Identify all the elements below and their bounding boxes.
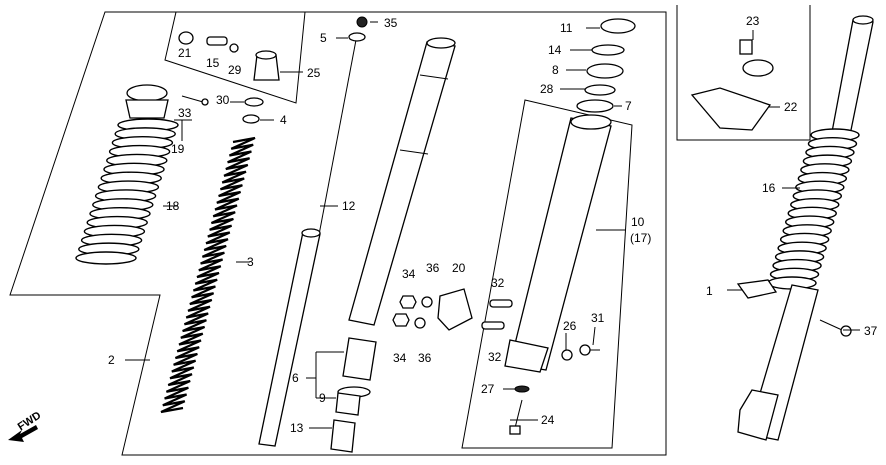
bolt-33	[181, 95, 209, 106]
label-10-sub: (17)	[630, 231, 651, 245]
bushing-13	[330, 419, 356, 453]
label-32-upper: 32	[491, 276, 505, 290]
label-25: 25	[307, 66, 321, 80]
inset-box-top-right	[676, 5, 811, 141]
label-14: 14	[548, 43, 562, 57]
pin-32-upper	[489, 299, 513, 308]
emblem-22	[690, 87, 772, 131]
label-7: 7	[625, 99, 632, 113]
ring-4	[242, 114, 260, 124]
fwd-arrow-icon	[8, 425, 38, 442]
nut-34-upper	[399, 295, 417, 309]
label-29: 29	[228, 63, 242, 77]
label-10: 10	[631, 215, 645, 229]
label-24: 24	[541, 413, 555, 427]
bolt-24	[509, 399, 523, 435]
label-12: 12	[342, 199, 356, 213]
label-20: 20	[452, 261, 466, 275]
label-6: 6	[292, 371, 299, 385]
bolt-31	[579, 344, 600, 356]
label-34-lower: 34	[393, 351, 407, 365]
collar-9	[335, 392, 361, 416]
label-5: 5	[320, 31, 327, 45]
fork-spring-3	[160, 136, 256, 414]
nut-34-lower	[392, 313, 410, 327]
washer-36-upper	[421, 296, 433, 308]
label-36-upper: 36	[426, 261, 440, 275]
label-32-lower: 32	[488, 350, 502, 364]
label-16: 16	[762, 181, 776, 195]
washer-5	[348, 32, 366, 42]
washer-36-lower	[414, 317, 426, 329]
label-35: 35	[384, 16, 398, 30]
main-frame	[9, 11, 667, 456]
label-27: 27	[481, 382, 495, 396]
label-3: 3	[247, 255, 254, 269]
axle-clamp-20	[437, 288, 473, 331]
nut-35	[356, 16, 368, 28]
bolt-37	[819, 319, 852, 337]
label-18: 18	[166, 199, 180, 213]
pin-32-lower	[481, 321, 505, 330]
label-21: 21	[178, 46, 192, 60]
inset-box-25	[164, 11, 306, 104]
washer-30	[244, 97, 264, 107]
leader-lines	[125, 21, 860, 429]
label-22: 22	[784, 100, 798, 114]
label-1: 1	[706, 284, 713, 298]
bracket-1	[736, 279, 778, 299]
label-19: 19	[171, 142, 185, 156]
clamp-23	[739, 39, 774, 77]
label-31: 31	[591, 311, 605, 325]
label-8: 8	[552, 63, 559, 77]
label-28: 28	[540, 82, 554, 96]
label-23: 23	[746, 14, 760, 28]
label-30: 30	[216, 93, 230, 107]
part-labels: 5 35 21 15 29 25 30 4 33 19 18 3 12 2 6 …	[16, 14, 878, 435]
label-34-upper: 34	[402, 267, 416, 281]
label-26: 26	[563, 319, 577, 333]
washer-27	[514, 385, 530, 393]
washer-26	[561, 349, 573, 361]
outer-tube-10	[504, 114, 612, 373]
label-15: 15	[206, 56, 220, 70]
label-4: 4	[280, 113, 287, 127]
cap-parts-group	[178, 31, 280, 81]
assembled-fork	[737, 15, 874, 441]
damper-rod-12	[258, 39, 357, 447]
label-33: 33	[178, 106, 192, 120]
label-2: 2	[108, 353, 115, 367]
fork-boot-18	[75, 84, 179, 265]
label-11: 11	[560, 21, 573, 35]
label-13: 13	[290, 421, 304, 435]
fork-tube	[337, 37, 456, 398]
label-37: 37	[864, 324, 878, 338]
label-9: 9	[319, 391, 326, 405]
label-36-lower: 36	[418, 351, 432, 365]
